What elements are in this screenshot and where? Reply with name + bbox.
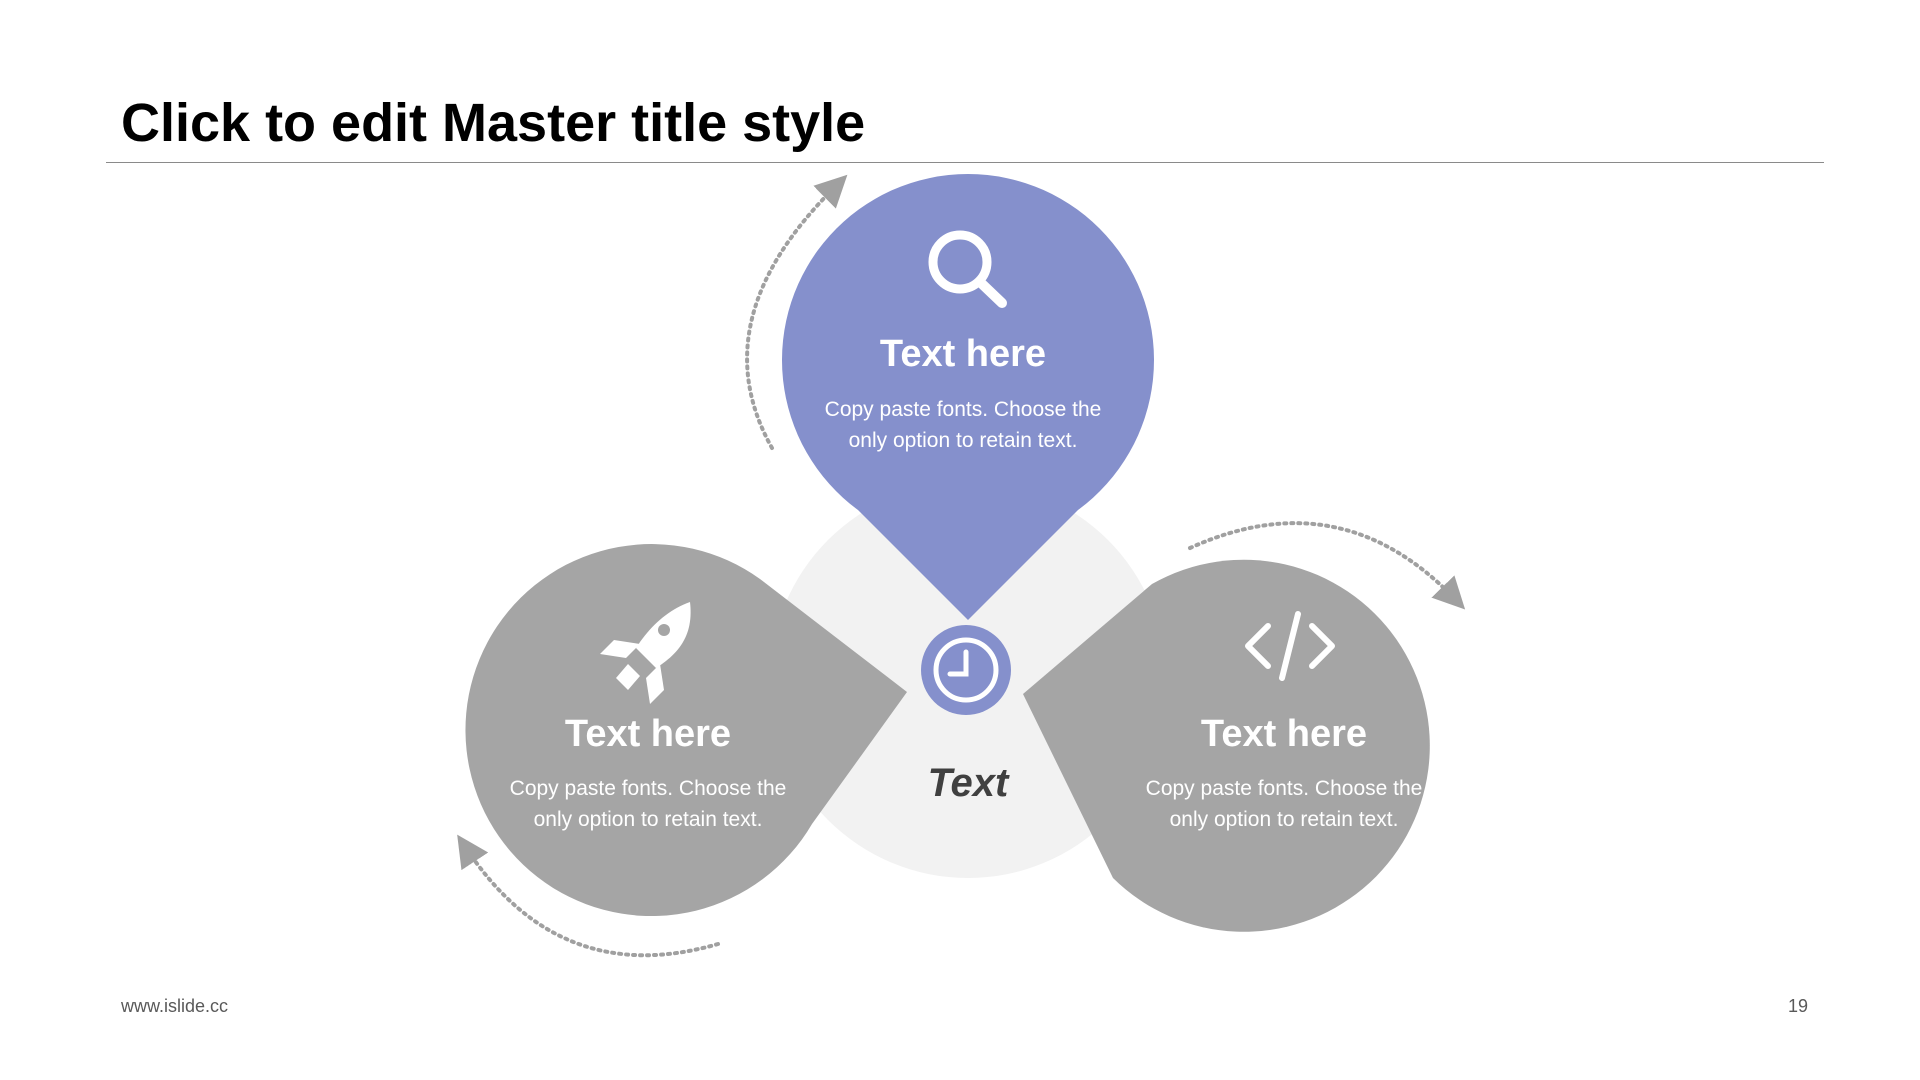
petal-top-heading: Text here bbox=[880, 333, 1046, 375]
petal-left-shape bbox=[465, 544, 907, 917]
rocket-icon bbox=[600, 602, 691, 704]
petal-right-body-line2: only option to retain text. bbox=[1170, 808, 1399, 831]
petal-top-shape bbox=[781, 174, 1154, 620]
center-label: Text bbox=[928, 761, 1010, 805]
petal-right-body-line1: Copy paste fonts. Choose the bbox=[1146, 777, 1423, 800]
petal-left-heading: Text here bbox=[565, 713, 731, 755]
footer-url: www.islide.cc bbox=[121, 996, 229, 1016]
slide-title[interactable]: Click to edit Master title style bbox=[121, 93, 866, 153]
code-icon bbox=[1245, 611, 1335, 681]
petal-left-body-line2: only option to retain text. bbox=[534, 808, 763, 831]
search-icon bbox=[928, 230, 1007, 308]
petal-left-body-line1: Copy paste fonts. Choose the bbox=[510, 777, 787, 800]
petal-left[interactable]: Text here Copy paste fonts. Choose the o… bbox=[465, 544, 907, 917]
page-number: 19 bbox=[1787, 996, 1808, 1016]
petal-top-body-line2: only option to retain text. bbox=[849, 429, 1078, 452]
cycle-arrow-bottom-left bbox=[457, 834, 720, 958]
petal-right-heading: Text here bbox=[1201, 713, 1367, 755]
cycle-arrow-top-right bbox=[1188, 521, 1466, 610]
title-divider bbox=[106, 162, 1824, 163]
petal-top-body-line1: Copy paste fonts. Choose the bbox=[825, 398, 1102, 421]
cycle-arrow-top-left bbox=[745, 174, 848, 450]
clock-icon bbox=[921, 625, 1011, 715]
petal-right[interactable]: Text here Copy paste fonts. Choose the o… bbox=[1023, 559, 1430, 932]
petal-top[interactable]: Text here Copy paste fonts. Choose the o… bbox=[781, 174, 1154, 620]
